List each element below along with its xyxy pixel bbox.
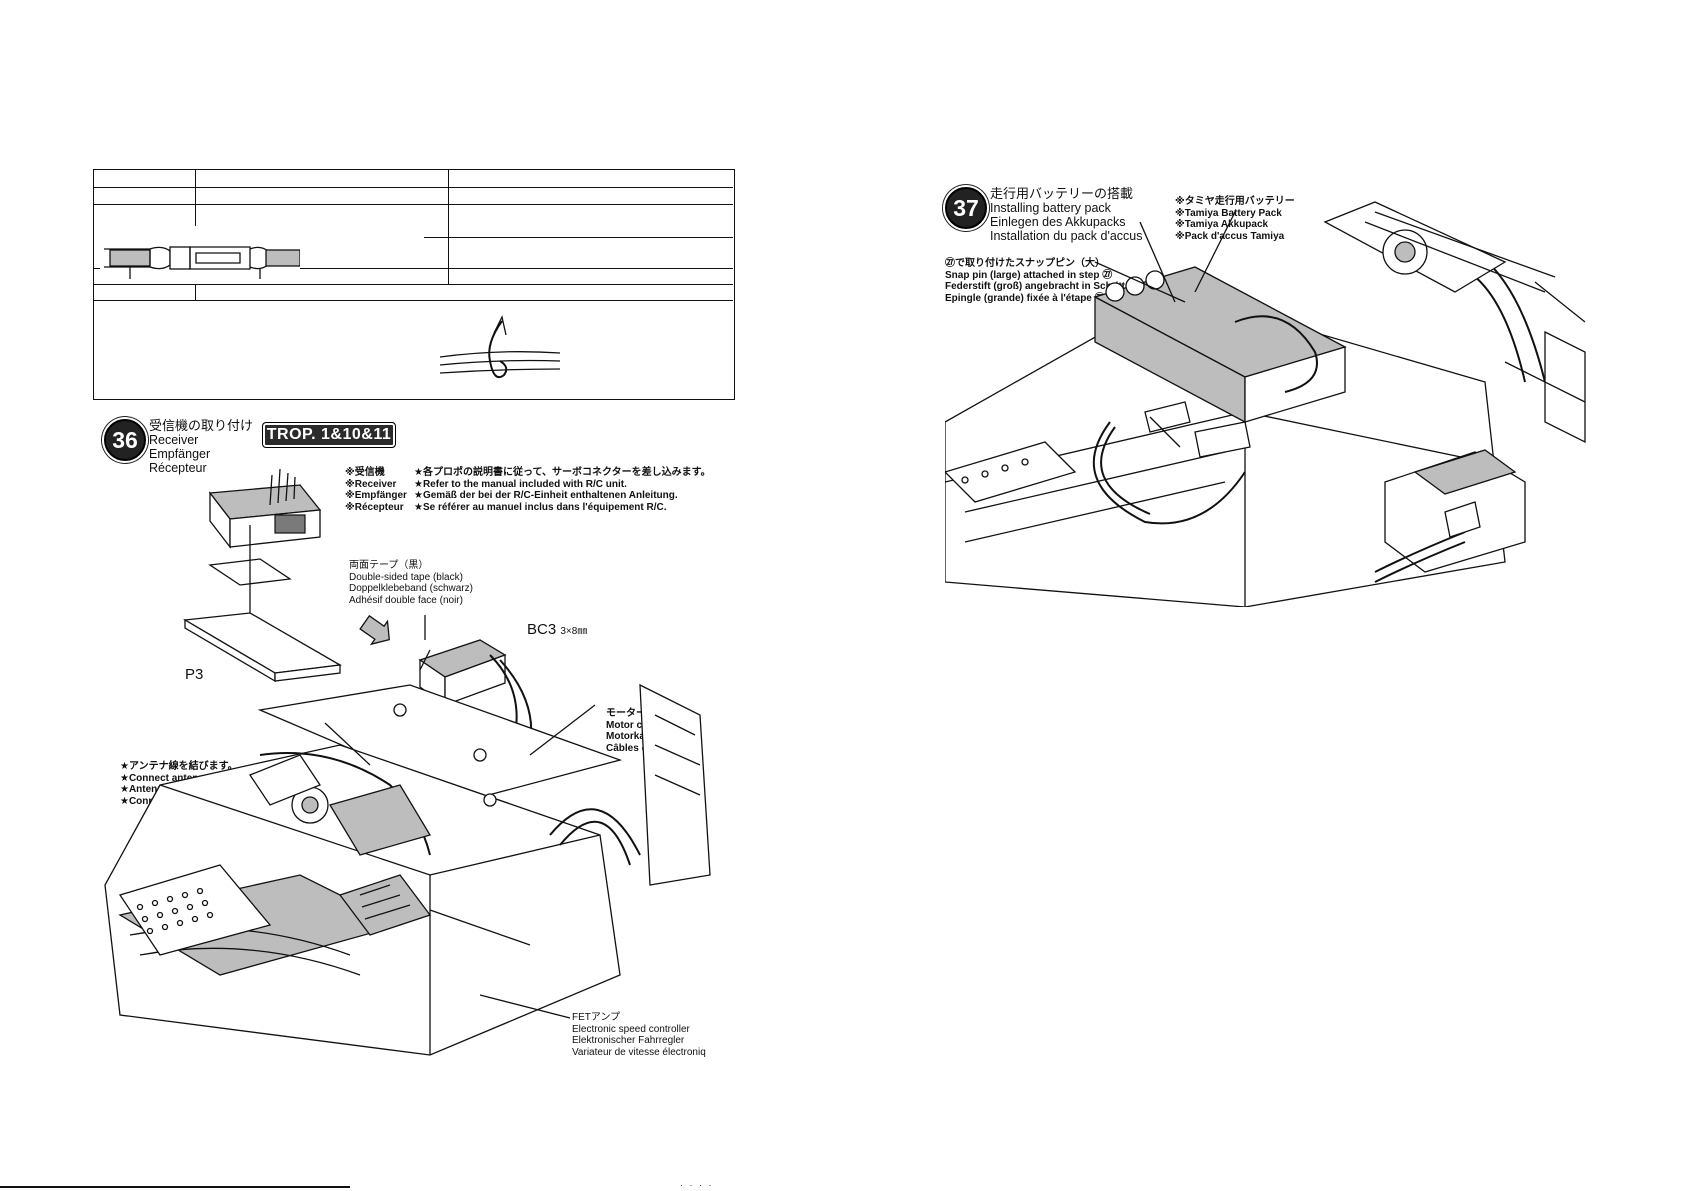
plate-p3: [182, 612, 343, 674]
footer-marks: · · · ·: [680, 1180, 714, 1190]
step-37-title-fr: Installation du pack d'accus: [990, 229, 1143, 243]
trop-badge: TROP. 1&10&11: [262, 422, 396, 448]
battery-inset: [1374, 449, 1526, 583]
step-36-badge: 36: [104, 419, 146, 461]
blank-table: [93, 169, 735, 400]
step-36-title-fr: Récepteur: [149, 461, 207, 475]
part-p3-label: P3: [185, 666, 204, 683]
step-36-illustration: [104, 468, 711, 1056]
part-bc3-label: BC3 3×8㎜: [527, 621, 588, 638]
tape-label: 両面テープ（黒） Double-sided tape (black) Doppe…: [349, 560, 473, 606]
step-37-illustration: [945, 201, 1586, 607]
snap-pin-label: ㉗で取り付けたスナップピン（大） Snap pin (large) attach…: [945, 258, 1138, 304]
step-36-title: 受信機の取り付け Receiver Empfänger Récepteur: [149, 418, 254, 476]
antenna-tie-illustration: [440, 315, 560, 379]
step-37-title-en: Installing battery pack: [990, 201, 1111, 215]
footer-line: [0, 1186, 350, 1188]
rail-holes: [136, 887, 214, 935]
step-37-badge: 37: [945, 187, 987, 229]
step-36-title-en: Receiver: [149, 433, 199, 447]
step-37-title-jp: 走行用バッテリーの搭載: [990, 186, 1134, 201]
step-36-title-jp: 受信機の取り付け: [149, 418, 254, 433]
step-37-title: 走行用バッテリーの搭載 Installing battery pack Einl…: [990, 186, 1143, 244]
receiver-label: ※受信機 ※Receiver ※Empfänger ※Récepteur: [345, 467, 407, 513]
esc-label: FETアンプ Electronic speed controller Elekt…: [572, 1012, 706, 1058]
receiver-instruction: ★各プロポの説明書に従って、サーボコネクターを差し込みます。 ★Refer to…: [414, 467, 711, 513]
step-37-title-de: Einlegen des Akkupacks: [990, 215, 1126, 229]
battery-label: ※タミヤ走行用バッテリー ※Tamiya Battery Pack ※Tamiy…: [1175, 196, 1295, 242]
receiver-unit: [208, 468, 322, 549]
step-36-title-de: Empfänger: [149, 447, 211, 461]
connector-illustration: [100, 243, 300, 279]
